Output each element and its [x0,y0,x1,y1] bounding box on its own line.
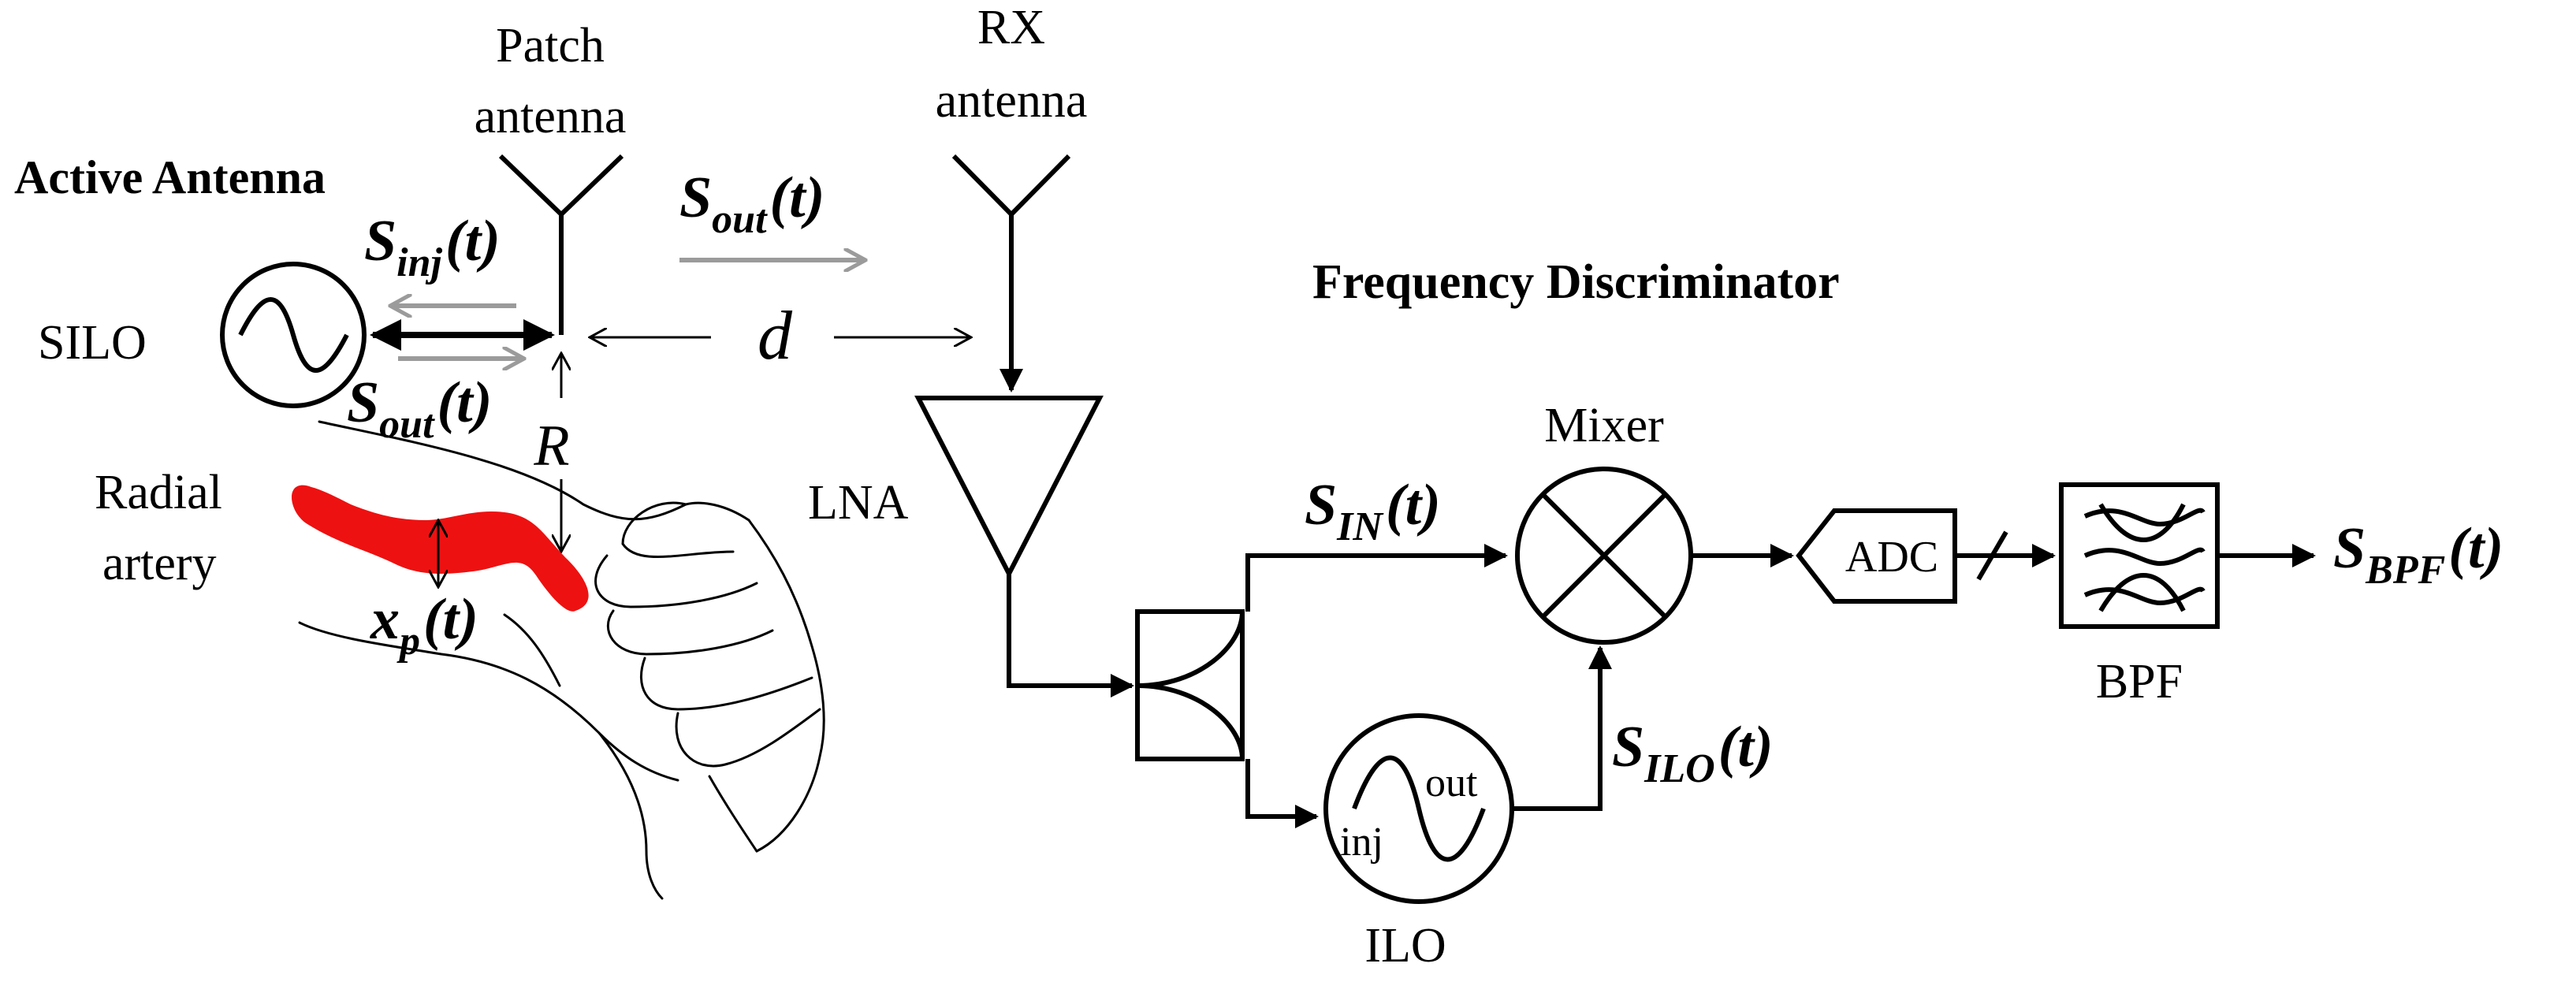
silo-label: SILO [38,316,147,370]
splitter-to-mixer-line [1245,544,1508,612]
radial-artery-label-line2: artery [102,537,217,590]
mixer-label: Mixer [1544,399,1664,452]
radial-artery-label-line1: Radial [95,466,222,519]
lna-label: LNA [808,476,909,530]
s-in-label: SIN(t) [1305,473,1441,549]
ilo-port-out-label: out [1425,761,1478,805]
rx-antenna-label-line2: antenna [936,74,1088,128]
wrist-hand-sketch [298,420,825,900]
s-ilo-label: SILO(t) [1612,715,1774,791]
patch-antenna-label-line1: Patch [496,19,605,73]
distance-r-label: R [533,414,569,478]
x-p-label: xp(t) [370,587,478,664]
bpf-block [2059,482,2220,629]
patch-antenna-icon [498,154,624,335]
lna-amplifier-icon [914,396,1104,579]
silo-oscillator-icon [220,262,367,408]
s-out-label-top: Sout(t) [679,166,825,242]
ilo-to-mixer-line [1512,645,1612,811]
s-bpf-label: SBPF(t) [2333,516,2503,593]
lna-to-splitter-line [1007,574,1134,697]
active-antenna-title: Active Antenna [14,151,326,203]
ilo-label: ILO [1364,919,1446,973]
rx-antenna-label-line1: RX [977,1,1045,54]
rx-antenna-icon [951,154,1071,217]
distance-d-label: d [758,298,793,374]
bpf-label: BPF [2096,655,2183,709]
frequency-discriminator-title: Frequency Discriminator [1312,255,1840,309]
digital-bus-slash [1976,530,2008,581]
splitter-to-ilo-line [1245,759,1319,828]
adc-label: ADC [1845,533,1938,582]
power-splitter-icon [1135,609,1245,761]
ilo-oscillator-icon [1323,713,1514,904]
patch-antenna-label-line2: antenna [475,90,627,143]
mixer-icon [1515,467,1693,645]
ilo-port-inj-label: inj [1340,820,1383,865]
s-out-label-left: Sout(t) [347,370,492,447]
s-inj-label: Sinj(t) [364,209,501,285]
